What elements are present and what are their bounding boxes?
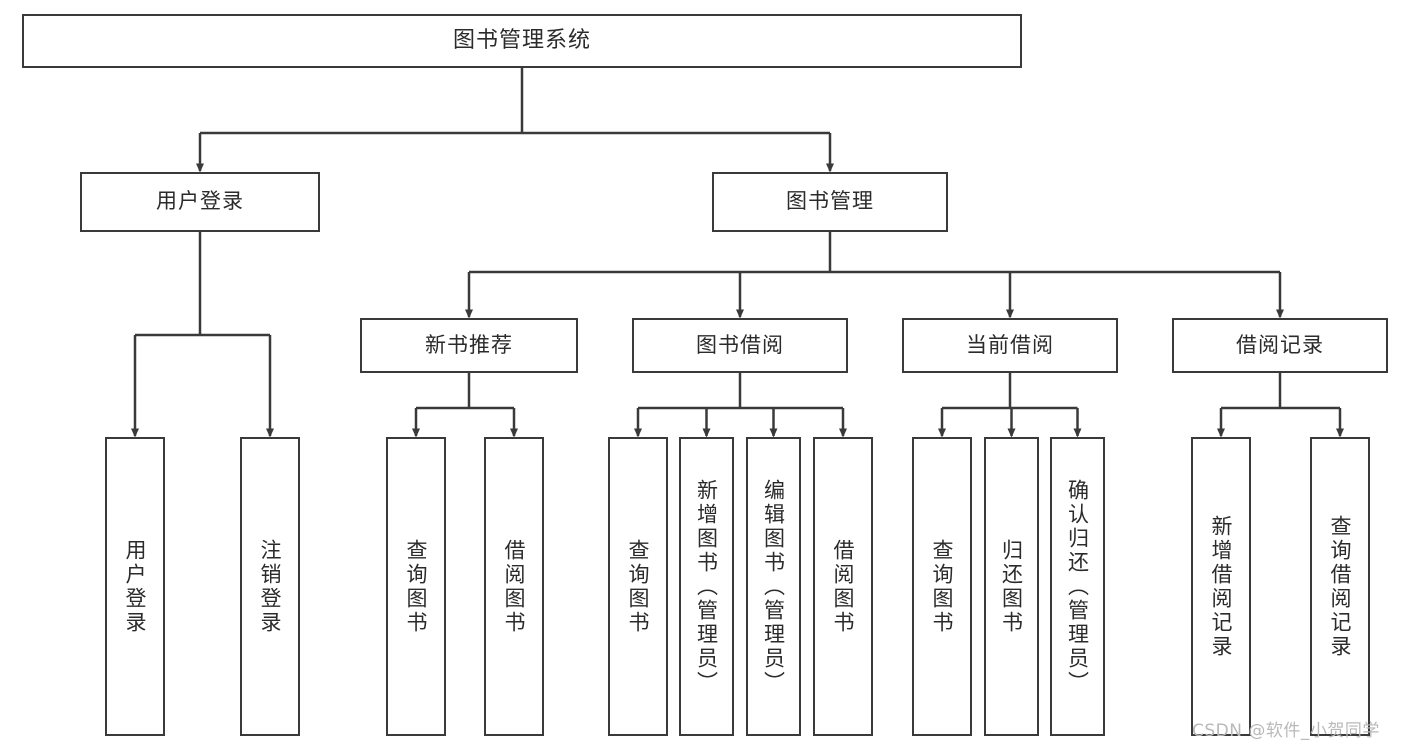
node-leaf-login-1[interactable]: 用户登录 <box>105 437 165 736</box>
node-label: 新增图书（管理员） <box>694 478 719 695</box>
node-label: 借阅记录 <box>1236 332 1324 357</box>
node-label: 图书管理系统 <box>452 27 591 53</box>
node-label: 借阅图书 <box>502 538 526 635</box>
node-label: 当前借阅 <box>966 332 1054 357</box>
node-label: 图书管理 <box>786 189 874 214</box>
node-root[interactable]: 图书管理系统 <box>22 14 1022 68</box>
node-label: 归还图书 <box>999 538 1024 635</box>
node-label: 查询图书 <box>404 538 428 635</box>
node-label: 确认归还（管理员） <box>1065 478 1090 695</box>
node-leaf-bor-2[interactable]: 新增图书（管理员） <box>679 437 734 736</box>
node-label: 用户登录 <box>123 538 147 635</box>
node-leaf-rec-2[interactable]: 查询借阅记录 <box>1310 437 1370 736</box>
node-login[interactable]: 用户登录 <box>80 172 320 232</box>
node-label: 图书借阅 <box>696 332 784 357</box>
node-leaf-bor-3[interactable]: 编辑图书（管理员） <box>746 437 801 736</box>
node-leaf-login-2[interactable]: 注销登录 <box>240 437 300 736</box>
node-bookmgmt[interactable]: 图书管理 <box>712 172 948 232</box>
node-label: 新书推荐 <box>425 332 513 357</box>
node-leaf-bor-4[interactable]: 借阅图书 <box>813 437 873 736</box>
node-leaf-new-2[interactable]: 借阅图书 <box>484 437 544 736</box>
node-leaf-cur-1[interactable]: 查询图书 <box>912 437 972 736</box>
node-label: 编辑图书（管理员） <box>761 478 786 695</box>
node-leaf-cur-2[interactable]: 归还图书 <box>984 437 1039 736</box>
node-leaf-bor-1[interactable]: 查询图书 <box>608 437 668 736</box>
node-records[interactable]: 借阅记录 <box>1172 318 1388 373</box>
node-leaf-rec-1[interactable]: 新增借阅记录 <box>1191 437 1251 736</box>
csdn-watermark: CSDN @软件_小贺同学 <box>1192 721 1380 741</box>
node-label: 借阅图书 <box>831 538 855 635</box>
node-label: 查询借阅记录 <box>1328 514 1352 659</box>
node-label: 注销登录 <box>258 538 282 635</box>
node-leaf-cur-3[interactable]: 确认归还（管理员） <box>1050 437 1105 736</box>
edge-layer <box>131 68 1344 438</box>
node-current[interactable]: 当前借阅 <box>902 318 1118 373</box>
node-leaf-new-1[interactable]: 查询图书 <box>386 437 446 736</box>
node-newbook[interactable]: 新书推荐 <box>360 318 578 373</box>
node-label: 新增借阅记录 <box>1209 514 1233 659</box>
node-label: 用户登录 <box>156 189 244 214</box>
node-borrow[interactable]: 图书借阅 <box>632 318 848 373</box>
node-label: 查询图书 <box>930 538 954 635</box>
node-label: 查询图书 <box>626 538 650 635</box>
